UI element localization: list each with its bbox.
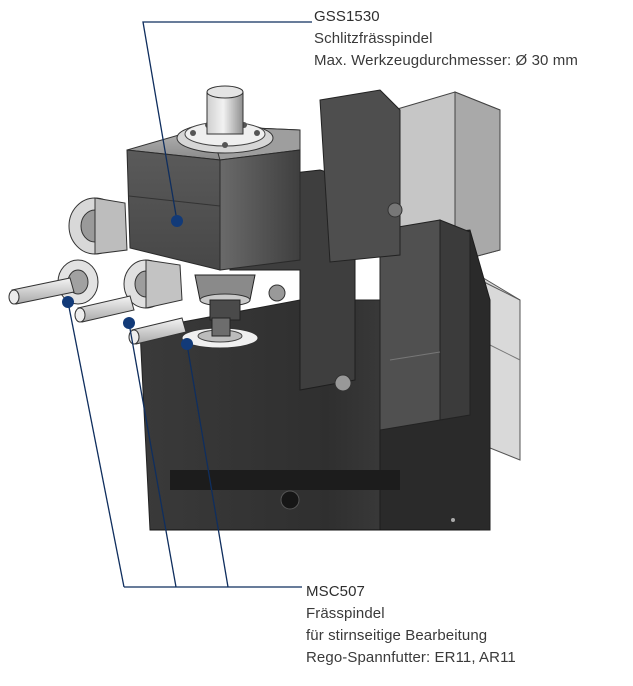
callout-gss1530: GSS1530 Schlitzfrässpindel Max. Werkzeug… [314,6,578,72]
slot-milling-spindle [126,85,301,271]
marker-dot-msc507-b [123,317,135,329]
callout-gss1530-spec: Max. Werkzeugdurchmesser: Ø 30 mm [314,52,578,69]
leader-line-msc507-b [128,322,177,588]
leader-line-gss1530 [142,21,312,222]
marker-dot-msc507-c [181,338,193,350]
side-chucks [8,197,187,345]
callout-msc507-desc: für stirnseitige Bearbeitung [306,627,488,644]
marker-dot-gss1530 [171,215,183,227]
callout-gss1530-name: Schlitzfrässpindel [314,30,433,47]
callout-gss1530-model: GSS1530 [314,8,380,25]
marker-dot-msc507-a [62,296,74,308]
leader-line-msc507-a [67,301,125,588]
callout-msc507-spec: Rego-Spannfutter: ER11, AR11 [306,649,516,666]
machine-body [139,219,491,531]
spindle-heads [181,274,259,349]
callout-msc507-name: Frässpindel [306,605,385,622]
callout-msc507-model: MSC507 [306,583,365,600]
leader-line-msc507-c [186,343,229,588]
callout-leaders [62,21,312,588]
callout-msc507: MSC507 Frässpindel für stirnseitige Bear… [306,581,516,669]
